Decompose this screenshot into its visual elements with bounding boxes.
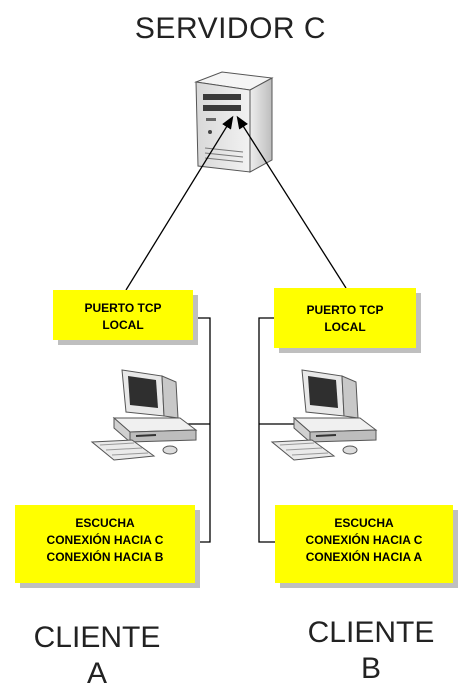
connections-line: CONEXIÓN HACIA B [46,550,164,564]
client-label-line: A [86,657,107,690]
connections-line: CONEXIÓN HACIA A [305,550,423,564]
client-b-label: CLIENTE B [296,615,446,687]
connections-line: ESCUCHA [75,516,135,530]
server-title: SERVIDOR C [134,12,327,45]
connections-line: CONEXIÓN HACIA C [46,533,164,547]
client-b-port-box: PUERTO TCP LOCAL [274,288,416,348]
arrow-client-b-to-server [236,115,347,289]
connections-line: CONEXIÓN HACIA C [305,533,423,547]
connections-line: ESCUCHA [334,516,394,530]
arrow-client-a-to-server [125,115,234,291]
port-box-line: PUERTO TCP [84,301,162,315]
desktop-computer-icon [90,369,198,461]
client-a-port-box: PUERTO TCP LOCAL [53,290,193,340]
desktop-computer-icon [270,369,378,461]
port-box-line: LOCAL [102,318,144,332]
client-a-label: CLIENTE A [22,620,172,692]
port-box-line: LOCAL [324,320,366,334]
client-label-line: CLIENTE [307,616,435,649]
client-a-connections-box: ESCUCHA CONEXIÓN HACIA C CONEXIÓN HACIA … [15,505,195,583]
client-b-connections-box: ESCUCHA CONEXIÓN HACIA C CONEXIÓN HACIA … [275,505,453,583]
port-box-line: PUERTO TCP [306,303,384,317]
client-label-line: B [360,652,381,685]
client-label-line: CLIENTE [33,621,161,654]
